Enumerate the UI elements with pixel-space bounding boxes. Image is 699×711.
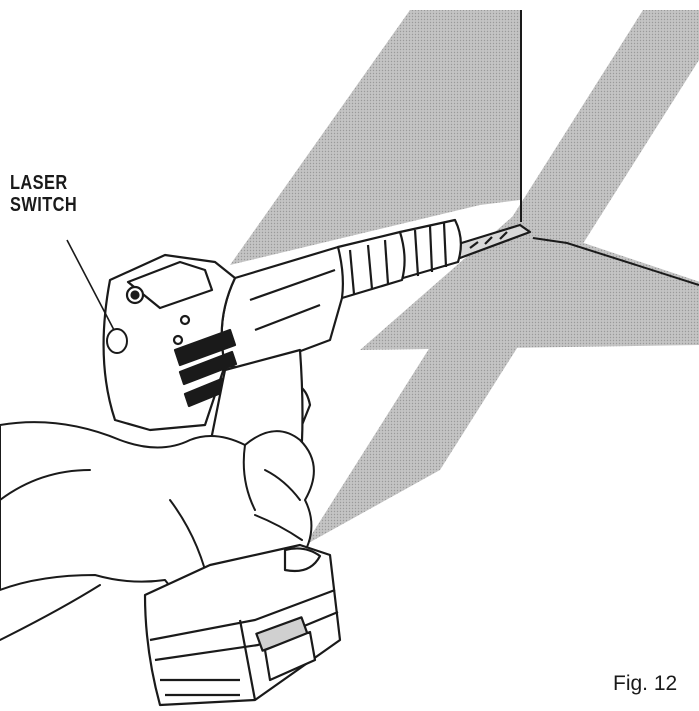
laser-beam-icon <box>230 10 699 545</box>
laser-switch-callout: LASER SWITCH <box>10 172 77 216</box>
callout-leader <box>66 239 115 331</box>
callout-line-2: SWITCH <box>10 194 78 216</box>
laser-line <box>520 10 699 286</box>
battery-pack-icon <box>143 543 342 707</box>
figure-label: Fig. 12 <box>613 672 678 695</box>
laser-switch-icon <box>106 328 128 354</box>
callout-line-1: LASER <box>10 172 68 194</box>
